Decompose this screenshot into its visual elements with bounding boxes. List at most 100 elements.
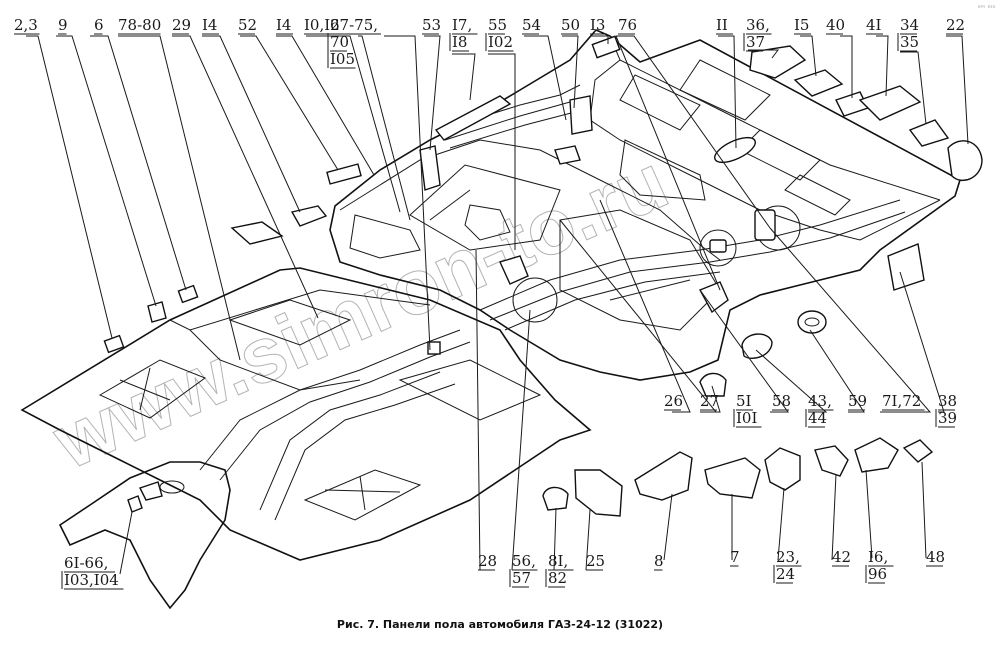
callout-text: 53 xyxy=(422,16,441,34)
callout-text: 40 xyxy=(826,16,845,34)
callout-text: 52 xyxy=(238,16,257,34)
front-floor-panel xyxy=(20,267,592,561)
callout-text: 29 xyxy=(172,16,191,34)
callout-text: 82 xyxy=(548,569,567,587)
callout-text: 27 xyxy=(700,392,719,410)
part-7-icon xyxy=(704,457,761,499)
bracket-41-icon xyxy=(858,85,922,121)
plate-14-icon xyxy=(326,163,362,185)
callout-8: 8 xyxy=(654,552,664,571)
part-48-icon xyxy=(902,439,934,463)
callout-text: 57 xyxy=(512,569,531,587)
callout-29: 29 xyxy=(172,16,191,35)
callout-61-66: 6I-66,I03,I04 xyxy=(61,554,124,590)
callout-11: II xyxy=(716,16,733,35)
callout-78-80: 78-80 xyxy=(118,16,161,35)
callout-text: 39 xyxy=(938,409,957,427)
callout-40: 40 xyxy=(826,16,845,35)
callout-text: 26 xyxy=(664,392,683,410)
callout-text: 5I xyxy=(736,392,752,410)
callout-text: 96 xyxy=(868,565,887,583)
callout-text: 2,3 xyxy=(14,16,38,34)
callout-text: 55 xyxy=(488,16,507,34)
callout-text: 23, xyxy=(776,548,800,566)
callout-text: 43, xyxy=(808,392,832,410)
callout-76: 76 xyxy=(618,16,637,35)
callout-text: I03,I04 xyxy=(64,571,119,589)
nut-6-icon xyxy=(177,284,199,304)
callout-text: 35 xyxy=(900,33,919,51)
callout-text: 36, xyxy=(746,16,770,34)
callout-text: 37 xyxy=(746,33,765,51)
callout-text: 22 xyxy=(946,16,965,34)
callout-13: I3 xyxy=(590,16,607,35)
rail-17-icon xyxy=(434,95,512,141)
oval-plug xyxy=(714,136,756,164)
callout-text: 6 xyxy=(94,16,104,34)
callout-text: 70 xyxy=(330,33,349,51)
bracket-58-icon xyxy=(699,281,729,314)
callout-text: 67-75, xyxy=(330,16,378,34)
bracket-54-icon xyxy=(569,95,593,135)
part-51-icon xyxy=(699,372,727,397)
callout-text: 7 xyxy=(730,548,740,566)
callout-text: I0,I2 xyxy=(304,16,340,34)
callout-7: 7 xyxy=(730,548,740,567)
callout-text: 50 xyxy=(561,16,580,34)
callout-text: 4I xyxy=(866,16,882,34)
rear-floor-panel xyxy=(329,29,961,381)
bracket-56-icon xyxy=(499,255,529,285)
callout-42: 42 xyxy=(832,548,851,567)
callout-48: 48 xyxy=(926,548,945,567)
callout-text: 24 xyxy=(776,565,795,583)
plate-15-icon xyxy=(793,69,844,97)
bracket-toe-board-icon xyxy=(139,481,163,501)
callout-text: 8 xyxy=(654,552,664,570)
callout-text: 44 xyxy=(808,409,827,427)
callout-text: 34 xyxy=(900,16,919,34)
corner-mark: ᵉᵐ ˢˢˢ xyxy=(978,4,996,12)
callout-9: 9 xyxy=(58,16,68,35)
callout-43-44: 43,44 xyxy=(805,392,834,428)
part-42-icon xyxy=(814,445,849,477)
callout-14a: I4 xyxy=(202,16,219,35)
callout-text: 38 xyxy=(938,392,957,410)
part-25-icon xyxy=(574,469,623,517)
callout-54: 54 xyxy=(522,16,541,35)
callout-text: 58 xyxy=(772,392,791,410)
bracket-small-icon xyxy=(554,145,581,165)
callout-text: I0I xyxy=(736,409,757,427)
watermark-text: www.simron-to.ru xyxy=(40,137,680,486)
callout-58: 58 xyxy=(772,392,791,411)
toe-board-61-66 xyxy=(58,461,231,610)
part-81-icon xyxy=(542,486,569,511)
bracket-14a-icon xyxy=(290,205,328,227)
callout-6: 6 xyxy=(94,16,104,35)
callout-56-57: 56,57 xyxy=(509,552,538,588)
cover-22-icon xyxy=(947,140,983,181)
callout-text: 8I, xyxy=(548,552,568,570)
bracket-9-icon xyxy=(147,301,167,323)
callout-16-96: I6,96 xyxy=(865,548,894,584)
watermark: www.simron-to.ru xyxy=(40,136,681,486)
plate-29-icon xyxy=(230,221,284,245)
callout-text: II xyxy=(716,16,728,34)
top-small-parts xyxy=(230,35,983,291)
callout-28: 28 xyxy=(478,552,497,571)
bottom-small-parts xyxy=(542,310,934,517)
callout-14b: I4 xyxy=(276,16,293,35)
callout-81-82: 8I,82 xyxy=(545,552,574,588)
callout-text: 59 xyxy=(848,392,867,410)
callout-text: 56, xyxy=(512,552,536,570)
figure-caption: Рис. 7. Панели пола автомобиля ГАЗ-24-12… xyxy=(337,618,663,631)
callout-text: 6I-66, xyxy=(64,554,108,572)
callout-text: 9 xyxy=(58,16,68,34)
callout-22: 22 xyxy=(946,16,965,35)
bracket-50-icon xyxy=(754,209,776,241)
